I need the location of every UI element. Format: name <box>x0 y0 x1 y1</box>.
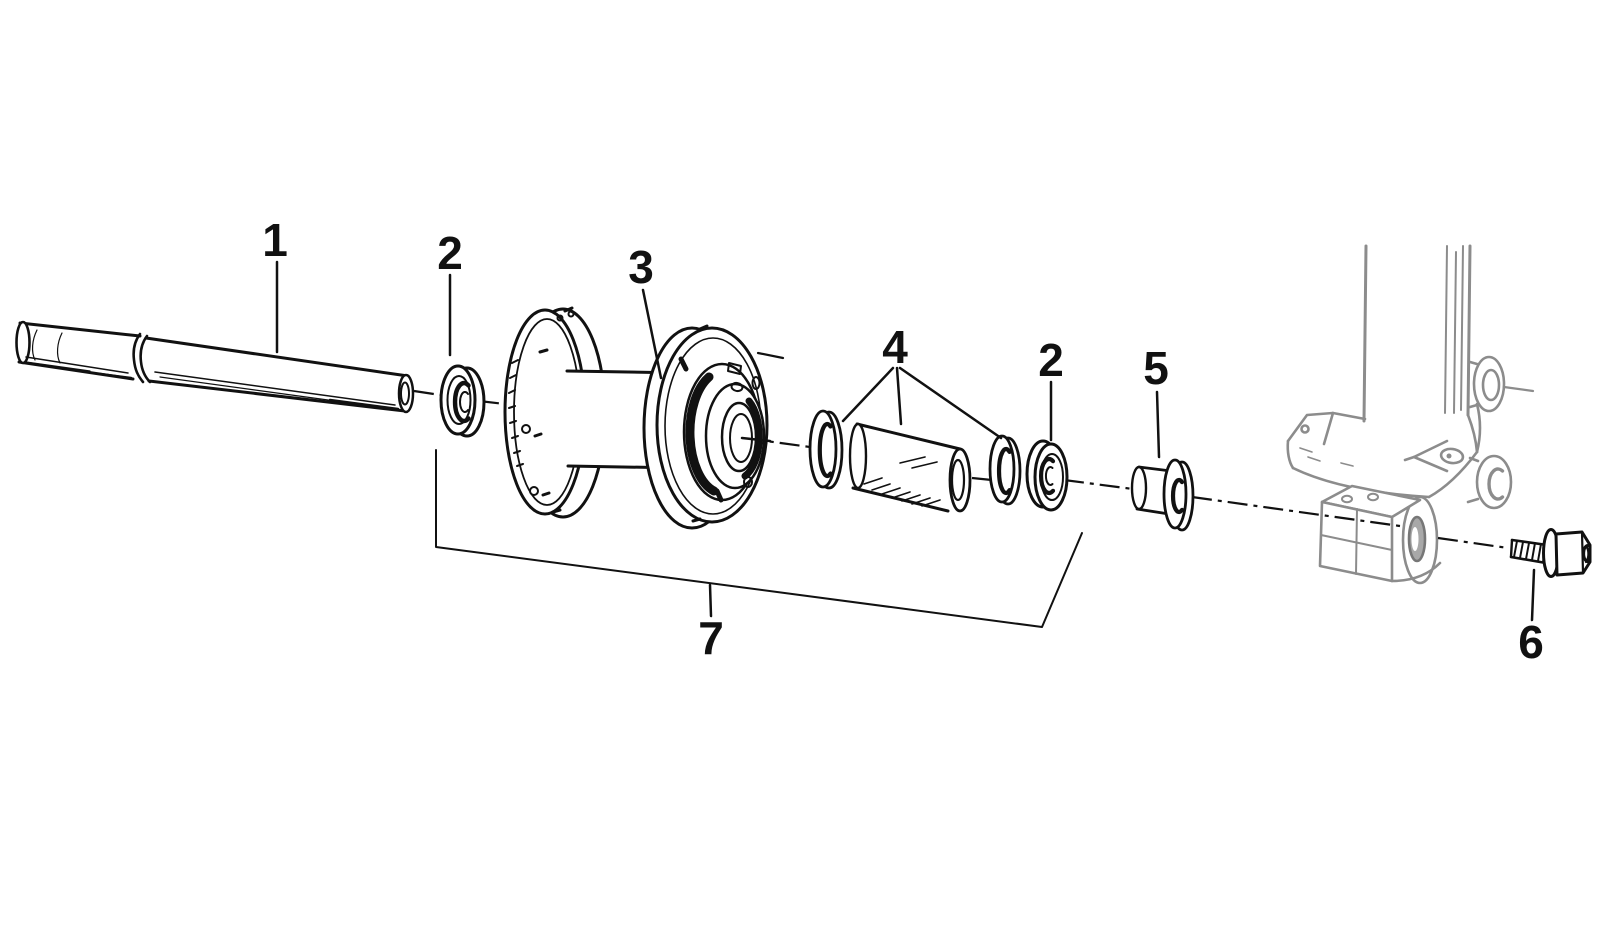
axle-part <box>15 320 415 414</box>
fork-lower-boss <box>1466 454 1513 510</box>
leader-7 <box>708 583 713 618</box>
fork-tube <box>1362 244 1472 423</box>
leader-4c <box>898 366 1003 440</box>
fork-left-lug <box>1286 411 1367 446</box>
bearing-right <box>1025 439 1069 512</box>
fork-collar <box>1286 413 1479 499</box>
callout-2-left: 2 <box>437 227 463 279</box>
spacer-tube <box>848 422 972 513</box>
axle-bolt <box>1509 528 1592 578</box>
fork-upper-boss <box>1468 355 1535 454</box>
fork-axle-eye <box>1401 495 1439 585</box>
callout-2-right: 2 <box>1038 334 1064 386</box>
callout-6: 6 <box>1518 616 1544 668</box>
spacer-bushing <box>1130 458 1195 532</box>
leader-3 <box>641 288 663 380</box>
spacer-washer-right <box>988 434 1022 506</box>
fork-leg <box>1286 244 1535 585</box>
assembly-bracket <box>435 449 1083 628</box>
callout-4: 4 <box>882 321 908 373</box>
callout-leaders <box>275 260 1536 622</box>
callout-5: 5 <box>1143 342 1169 394</box>
leader-5 <box>1155 390 1161 459</box>
hub-part <box>503 306 785 530</box>
leader-4b <box>895 366 903 426</box>
hub-right-flange <box>642 324 785 530</box>
leader-6 <box>1530 568 1536 622</box>
spacer-washer-left <box>808 409 844 490</box>
callout-7: 7 <box>698 612 724 664</box>
leader-4a <box>841 366 895 423</box>
callout-1: 1 <box>262 214 288 266</box>
callout-3: 3 <box>628 241 654 293</box>
bearing-left <box>439 364 486 438</box>
